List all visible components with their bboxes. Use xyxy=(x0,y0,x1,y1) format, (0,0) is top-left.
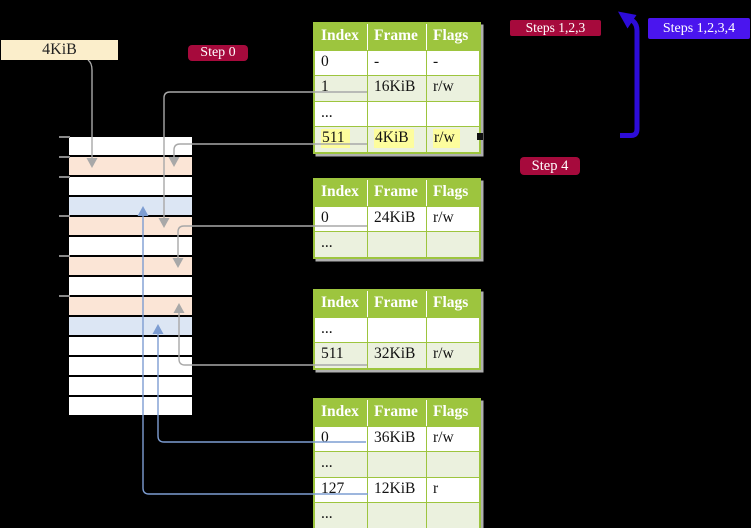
table-cell: 4KiB xyxy=(367,127,426,152)
table-cell: 36KiB xyxy=(367,426,426,451)
table-cell: ... xyxy=(321,319,333,337)
frame-size-label: 4KiB xyxy=(1,40,118,60)
table-cell: r/w xyxy=(426,206,479,231)
table-cell: r/w xyxy=(426,426,479,451)
table-cell: ... xyxy=(321,505,333,522)
memory-frame-row xyxy=(69,157,192,175)
table-cell: Index xyxy=(321,183,359,200)
table-cell: Frame xyxy=(367,180,426,206)
table-cell: 12KiB xyxy=(367,477,426,502)
table-cell: 1 xyxy=(321,78,329,95)
table-cell: 511 xyxy=(321,345,344,362)
memory-frame-row xyxy=(69,377,192,395)
memory-frame-row xyxy=(69,137,192,155)
table-cell: Frame xyxy=(367,291,426,317)
address-tick xyxy=(59,136,70,138)
table-row: ... xyxy=(315,231,479,257)
table-cell xyxy=(426,101,479,126)
memory-stack xyxy=(69,137,192,415)
highlighted-value: 511 xyxy=(321,129,350,148)
memory-frame-row xyxy=(69,197,192,215)
table-cell: - xyxy=(426,50,479,75)
table-cell: r xyxy=(426,477,479,502)
highlighted-value: r/w xyxy=(433,129,460,148)
table-cell: 511 xyxy=(315,127,367,152)
table-cell: ... xyxy=(321,454,333,471)
table-cell xyxy=(367,101,426,126)
table-cell: Flags xyxy=(426,24,479,50)
steps1234-label: Steps 1,2,3,4 xyxy=(648,18,750,39)
address-tick xyxy=(59,215,70,217)
memory-frame-row xyxy=(69,237,192,255)
table-row: 511 4KiB r/w xyxy=(315,126,479,152)
steps123-label: Steps 1,2,3 xyxy=(510,20,601,36)
table-cell: 127 xyxy=(321,479,345,497)
address-tick xyxy=(59,176,70,178)
address-tick xyxy=(59,295,70,297)
table-cell: Frame xyxy=(367,400,426,426)
table-cell: r/w xyxy=(426,343,479,368)
address-tick xyxy=(59,156,70,158)
highlighted-value: 4KiB xyxy=(374,129,414,148)
table-cell xyxy=(367,317,426,342)
table-cell xyxy=(426,503,479,528)
table-cell: Flags xyxy=(426,291,479,317)
table-cell: r/w xyxy=(426,127,479,152)
table-cell: Index xyxy=(321,294,359,311)
table-cell: ... xyxy=(321,103,333,121)
step4-label: Step 4 xyxy=(520,157,580,175)
table-cell: Frame xyxy=(367,24,426,50)
table-row: ... xyxy=(315,502,479,528)
table-cell: 16KiB xyxy=(367,76,426,101)
table-cell xyxy=(367,232,426,257)
address-tick xyxy=(59,255,70,257)
table-cell: 32KiB xyxy=(367,343,426,368)
table-cell: r/w xyxy=(426,76,479,101)
memory-frame-row xyxy=(69,397,192,415)
step0-label: Step 0 xyxy=(188,45,248,61)
table-cell: 0 xyxy=(321,208,329,226)
table-row: 0 -- xyxy=(315,49,479,75)
memory-frame-row xyxy=(69,257,192,275)
table-cell: - xyxy=(367,50,426,75)
table-row: ... xyxy=(315,100,479,126)
table-cell xyxy=(426,232,479,257)
table-cell: Flags xyxy=(426,400,479,426)
table-cell: ... xyxy=(321,234,333,251)
table-cell xyxy=(367,452,426,477)
table-cell: 24KiB xyxy=(367,206,426,231)
table-cell: Flags xyxy=(426,180,479,206)
memory-frame-row xyxy=(69,357,192,375)
table-cell: 0 xyxy=(321,52,329,70)
table-row: ... xyxy=(315,316,479,342)
table-row: ... xyxy=(315,451,479,477)
memory-frame-row xyxy=(69,317,192,335)
table-cell: 0 xyxy=(321,428,329,446)
table-cell xyxy=(367,503,426,528)
memory-frame-row xyxy=(69,177,192,195)
table-cell xyxy=(426,317,479,342)
table-cell: Index xyxy=(321,27,359,44)
table-cell: Index xyxy=(321,403,359,420)
memory-frame-row xyxy=(69,217,192,235)
table-cell xyxy=(426,452,479,477)
memory-frame-row xyxy=(69,297,192,315)
memory-frame-row xyxy=(69,337,192,355)
steps-loop-arrow xyxy=(618,11,640,138)
memory-frame-row xyxy=(69,277,192,295)
